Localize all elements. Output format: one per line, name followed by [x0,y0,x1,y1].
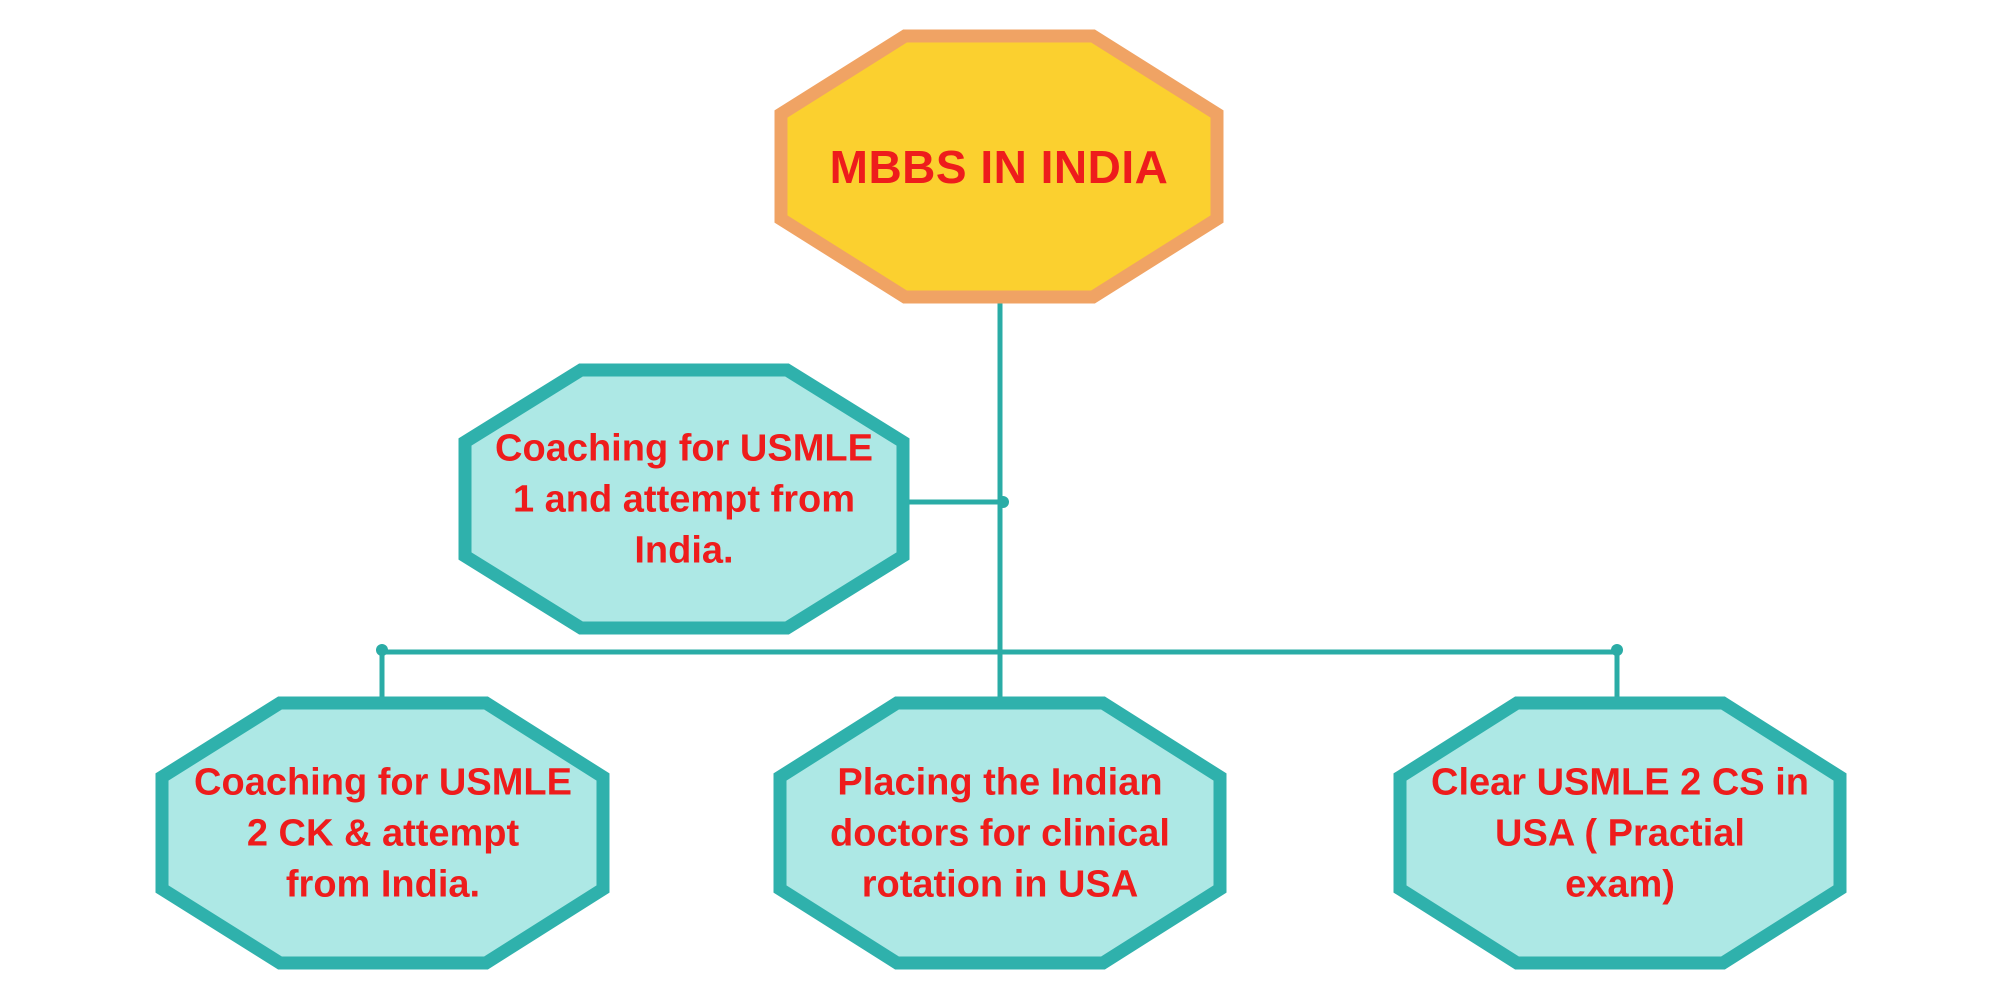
octagon-step2a-usmle2ck-coaching [155,696,610,970]
branch-left-corner-dot [376,644,388,656]
octagon-step2b-clinical-rotation [773,696,1227,970]
octagon-step2c-usmle2cs [1393,696,1847,970]
branch-right-corner-dot [1611,644,1623,656]
octagon-root-mbbs-in-india [774,29,1224,304]
connector-step1-endpoint-dot [997,496,1009,508]
octagon-step1-usmle1-coaching [458,363,910,635]
